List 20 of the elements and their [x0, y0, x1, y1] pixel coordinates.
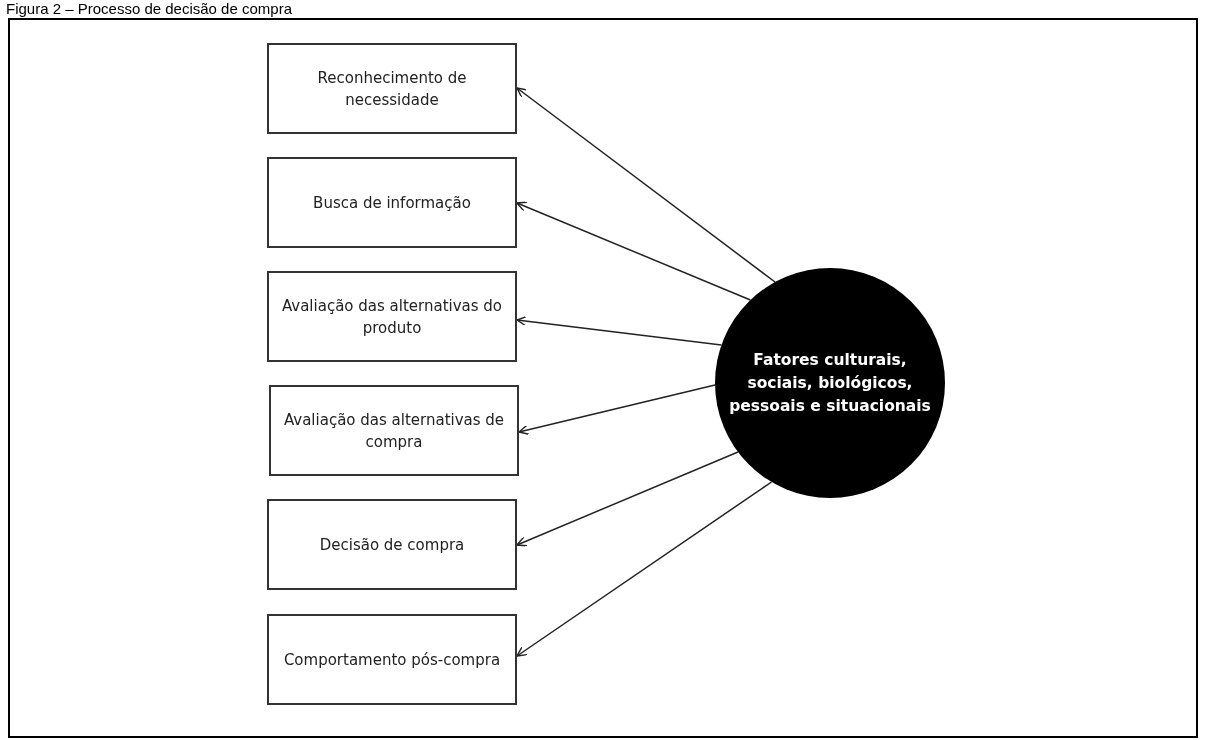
arrow: [516, 451, 739, 547]
process-box: [269, 385, 519, 476]
arrow: [516, 315, 723, 346]
node-label: Decisão de compra: [318, 534, 466, 556]
process-box: [267, 157, 517, 248]
node-label: Comportamento pós-compra: [282, 649, 502, 671]
process-box: [267, 614, 517, 705]
figure-title: Figura 2 – Processo de decisão de compra: [6, 0, 292, 17]
arrow: [516, 87, 776, 283]
node-label: Busca de informação: [312, 192, 472, 214]
node-label: Avaliação das alternativas de compra: [282, 409, 506, 453]
arrow: [516, 201, 752, 301]
process-box: [267, 43, 517, 134]
arrow: [518, 384, 716, 435]
node-label: Reconhecimento de necessidade: [316, 67, 468, 111]
process-box: [267, 271, 517, 362]
process-box: [267, 499, 517, 590]
node-label: Fatores culturais, sociais, biológicos, pessoais e situacionais: [728, 349, 932, 417]
node-label: Avaliação das alternativas do produto: [280, 295, 504, 339]
arrow: [516, 481, 773, 657]
